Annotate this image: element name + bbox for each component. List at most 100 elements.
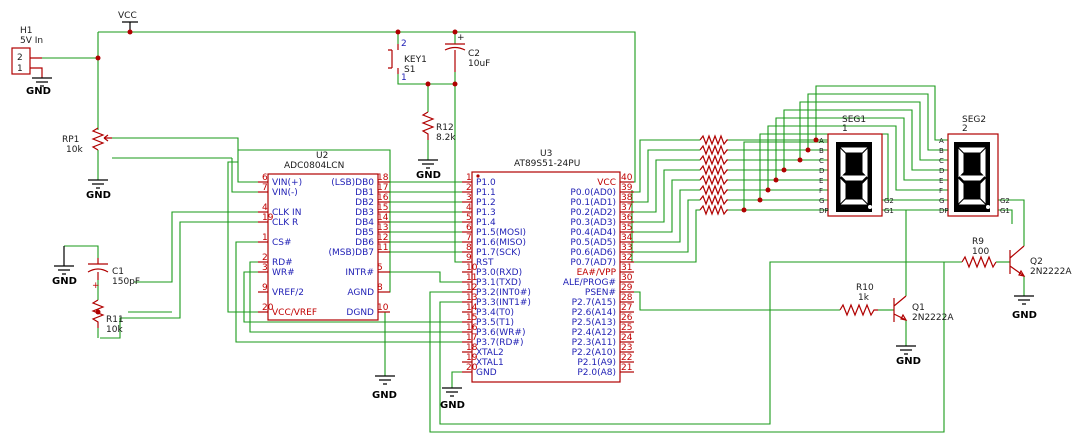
u3-pin-num-31: 31: [621, 263, 632, 273]
u3-pin-num-16: 16: [466, 323, 478, 333]
seg1-pin-G1: G1: [884, 207, 894, 215]
u3-pin-num-7: 7: [466, 233, 472, 243]
seg2-pin-G2: G2: [1000, 197, 1010, 205]
u2-pin-num-10: 10: [377, 303, 389, 313]
u3-pin-num-1: 1: [466, 173, 472, 183]
gnd-label-rp1: GND: [86, 190, 111, 201]
seg2-pin-G1: G1: [1000, 207, 1010, 215]
u3-pin-name-3: P1.2: [476, 198, 496, 208]
u3-pin-name-16: P3.6(WR#): [476, 328, 525, 338]
vcc-symbol: VCC: [118, 11, 138, 35]
u3-pin-num-30: 30: [621, 273, 633, 283]
seg1-ref: SEG1: [842, 115, 866, 125]
c1-ref: C1: [112, 267, 124, 277]
u2-pin-name-12: DB6: [355, 238, 374, 248]
u3-pin-name-15: P3.5(T1): [476, 318, 514, 328]
gnd-label-mcu: GND: [440, 400, 465, 411]
resistor-r10: R10 1k: [839, 283, 878, 317]
seg2-pin-B: B: [939, 147, 944, 155]
u2-pin-name-16: DB2: [355, 198, 374, 208]
u3-pin-num-36: 36: [621, 213, 633, 223]
u2-pin-num-20: 20: [262, 303, 274, 313]
u2-value: ADC0804LCN: [284, 161, 344, 171]
u3-pin-name-2: P1.1: [476, 188, 496, 198]
u2-pin-name-9: VREF/2: [272, 288, 304, 298]
u3-pin-num-34: 34: [621, 233, 633, 243]
u3-pin-num-26: 26: [621, 313, 633, 323]
u3-pin-name-4: P1.3: [476, 208, 496, 218]
u3-pin-name-8: P1.7(SCK): [476, 248, 521, 258]
array-resistor-7: [699, 194, 728, 206]
u2-pin-name-2: RD#: [272, 258, 293, 268]
u3-pin-name-13: P3.3(INT1#): [476, 298, 531, 308]
seg2-ref: SEG2: [962, 115, 986, 125]
u3-pin-num-6: 6: [466, 223, 472, 233]
u2-pin-name-14: DB4: [355, 218, 374, 228]
u3-pin-num-23: 23: [621, 343, 632, 353]
u2-pin-num-7: 7: [262, 183, 268, 193]
u3-pin-num-4: 4: [466, 203, 472, 213]
gnd-label-h1: GND: [26, 86, 51, 97]
array-resistor-5: [699, 174, 728, 186]
u2-pin-num-19: 19: [262, 213, 274, 223]
seg2-pin-E: E: [939, 177, 943, 185]
seg1-pin-D: D: [819, 167, 824, 175]
r11-value: 10k: [106, 325, 123, 335]
u2-pin-name-8: AGND: [347, 288, 374, 298]
array-resistor-1: [699, 134, 728, 146]
u3-pin-name-39: P0.0(AD0): [570, 188, 616, 198]
junction-dots: [95, 29, 819, 315]
u3-pin-name-34: P0.5(AD5): [570, 238, 616, 248]
q2-ref: Q2: [1030, 257, 1043, 267]
key1-pin-2: 2: [401, 39, 407, 49]
u2-pin-num-15: 15: [377, 203, 388, 213]
seg1-pin-A: A: [819, 137, 824, 145]
u3-pin-num-33: 33: [621, 243, 632, 253]
u3-pin-num-3: 3: [466, 193, 472, 203]
u2-pin-num-3: 3: [262, 263, 268, 273]
u3-pin-num-8: 8: [466, 243, 472, 253]
u2-pin-num-6: 6: [262, 173, 268, 183]
gnd-symbol-adc: GND: [372, 375, 397, 401]
u3-pin-num-28: 28: [621, 293, 633, 303]
u2-pin-num-17: 17: [377, 183, 388, 193]
u2-pin-num-4: 4: [262, 203, 268, 213]
rp1-value: 10k: [66, 145, 83, 155]
u3-pin-num-27: 27: [621, 303, 632, 313]
u2-pin-name-7: VIN(-): [272, 188, 298, 198]
seg1-pin-G: G: [819, 197, 824, 205]
u3-pin-name-14: P3.4(T0): [476, 308, 514, 318]
u3-pin-num-20: 20: [466, 363, 478, 373]
u2-ref: U2: [316, 151, 328, 161]
u3-pin-name-33: P0.6(AD6): [570, 248, 616, 258]
u3-pin-name-27: P2.6(A14): [572, 308, 616, 318]
u2-pin-name-13: DB5: [355, 228, 374, 238]
u3-pin-name-23: P2.2(A10): [572, 348, 616, 358]
u3-pin-num-37: 37: [621, 203, 632, 213]
potentiometer-rp1: RP1 10k GND: [62, 127, 112, 201]
array-resistor-2: [699, 144, 728, 156]
h1-pin-2: 2: [17, 53, 23, 63]
u3-pin-num-29: 29: [621, 283, 633, 293]
seg1-num: 1: [842, 124, 848, 134]
seg1-pin-F: F: [819, 187, 823, 195]
q2-value: 2N2222A: [1030, 267, 1072, 277]
u2-pin-num-12: 12: [377, 233, 388, 243]
u3-pin-num-22: 22: [621, 353, 632, 363]
gnd-symbol-mcu: GND: [440, 387, 465, 411]
u2-pin-name-1: CS#: [272, 238, 292, 248]
u3-pin-name-6: P1.5(MOSI): [476, 228, 526, 238]
seg2-pin-D: D: [939, 167, 944, 175]
q1-value: 2N2222A: [912, 313, 954, 323]
u2-pin-name-5: INTR#: [345, 268, 374, 278]
u3-pin-name-9: RST: [476, 258, 494, 268]
u3-pin-name-21: P2.0(A8): [577, 368, 616, 378]
h1-ref: H1: [20, 26, 33, 36]
seg1-pin-B: B: [819, 147, 824, 155]
